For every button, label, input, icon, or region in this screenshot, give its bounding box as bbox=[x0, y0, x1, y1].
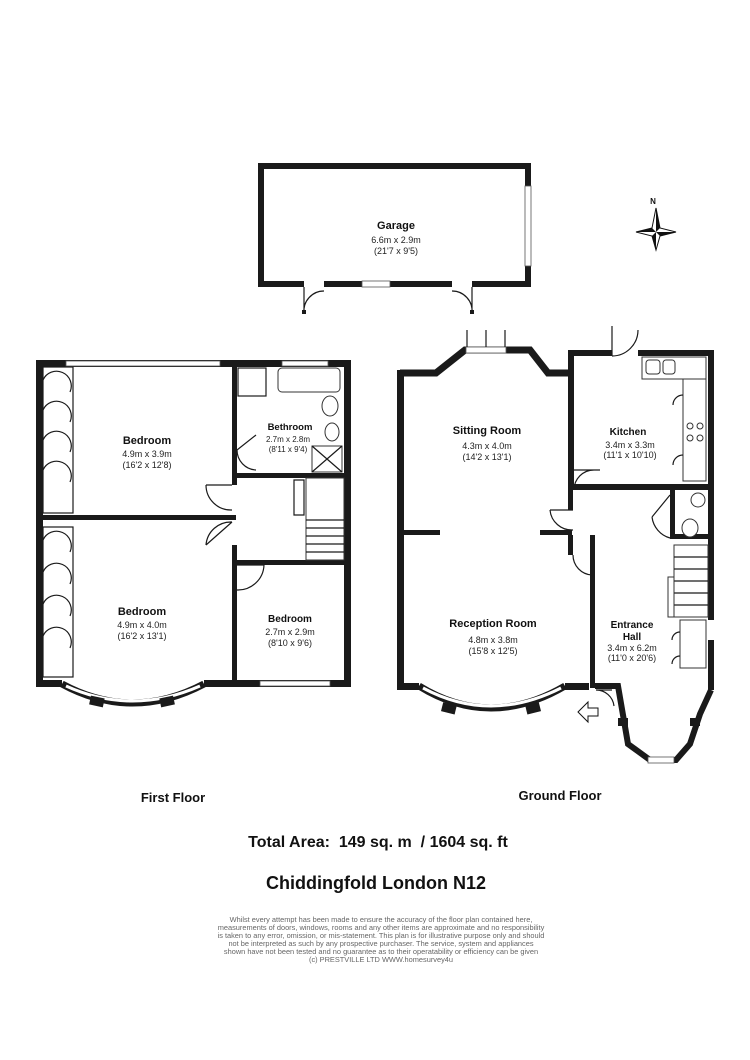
garage-window-south bbox=[361, 280, 391, 288]
first-floor-plan bbox=[36, 360, 351, 708]
garage-name: Garage bbox=[377, 220, 415, 232]
bedroom1-metric: 4.9m x 3.9m bbox=[122, 449, 172, 459]
bathroom-name: Bethroom bbox=[268, 422, 313, 433]
disclaimer-line: (c) PRESTVILLE LTD WWW.homesurvey4u bbox=[309, 955, 453, 964]
bedroom-window-north bbox=[65, 360, 221, 367]
staircase-first bbox=[293, 477, 345, 561]
entrance-hall-name-line2: Hall bbox=[623, 632, 642, 643]
entrance-hall-name-line1: Entrance bbox=[611, 620, 654, 631]
bedroom2-imperial: (16'2 x 13'1) bbox=[118, 631, 167, 641]
reception-room-imperial: (15'8 x 12'5) bbox=[469, 646, 518, 656]
bedroom1-name: Bedroom bbox=[123, 435, 172, 447]
bedroom2-name: Bedroom bbox=[118, 606, 167, 618]
kitchen-metric: 3.4m x 3.3m bbox=[605, 440, 655, 450]
bedroom1-imperial: (16'2 x 12'8) bbox=[123, 460, 172, 470]
bedroom3-name: Bedroom bbox=[268, 614, 312, 625]
disclaimer-line: is taken to any error, omission, or mis-… bbox=[218, 931, 545, 940]
garage bbox=[258, 163, 532, 314]
garage-imperial: (21'7 x 9'5) bbox=[374, 246, 418, 256]
sitting-room-metric: 4.3m x 4.0m bbox=[462, 441, 512, 451]
address-title: Chiddingfold London N12 bbox=[266, 873, 486, 893]
bedroom3-window bbox=[259, 680, 331, 687]
ground-floor-label: Ground Floor bbox=[518, 788, 601, 803]
room-labels: Garage 6.6m x 2.9m (21'7 x 9'5) Bedroom … bbox=[117, 220, 657, 663]
disclaimer-line: shown have not been tested and no guaran… bbox=[224, 947, 538, 956]
garage-door-right bbox=[451, 287, 473, 314]
staircase-ground bbox=[667, 544, 709, 618]
bedroom3-imperial: (8'10 x 9'6) bbox=[268, 638, 312, 648]
toilet bbox=[321, 395, 339, 417]
basin bbox=[324, 422, 340, 442]
reception-room-name: Reception Room bbox=[449, 618, 537, 630]
entrance-hall-imperial: (11'0 x 20'6) bbox=[608, 653, 656, 663]
north-label: N bbox=[650, 197, 656, 206]
bathroom-imperial: (8'11 x 9'4) bbox=[269, 445, 308, 454]
entrance-arrow-icon bbox=[577, 700, 599, 724]
bathroom-metric: 2.7m x 2.8m bbox=[266, 435, 310, 444]
bath-tub bbox=[277, 367, 341, 393]
bedroom3-metric: 2.7m x 2.9m bbox=[265, 627, 315, 637]
entrance-hall-metric: 3.4m x 6.2m bbox=[607, 643, 657, 653]
ground-floor-plan bbox=[397, 326, 714, 764]
bedroom2-metric: 4.9m x 4.0m bbox=[117, 620, 167, 630]
disclaimer-line: Whilst every attempt has been made to en… bbox=[230, 915, 533, 924]
disclaimer-line: measurements of doors, windows, rooms an… bbox=[218, 923, 545, 932]
sitting-room-imperial: (14'2 x 13'1) bbox=[463, 452, 512, 462]
garage-door-left bbox=[303, 287, 325, 314]
first-floor-label: First Floor bbox=[141, 790, 205, 805]
sitting-room-name: Sitting Room bbox=[453, 425, 522, 437]
kitchen-name: Kitchen bbox=[610, 427, 647, 438]
garage-window bbox=[524, 185, 532, 267]
reception-room-metric: 4.8m x 3.8m bbox=[468, 635, 518, 645]
compass: N bbox=[635, 197, 677, 252]
bathroom-window-north bbox=[281, 360, 329, 367]
disclaimer: Whilst every attempt has been made to en… bbox=[218, 915, 545, 964]
disclaimer-line: not be interpreted as such by any prospe… bbox=[228, 939, 533, 948]
garage-metric: 6.6m x 2.9m bbox=[371, 235, 421, 245]
kitchen-imperial: (11'1 x 10'10) bbox=[603, 450, 656, 460]
total-area: Total Area: 149 sq. m / 1604 sq. ft bbox=[248, 834, 508, 851]
